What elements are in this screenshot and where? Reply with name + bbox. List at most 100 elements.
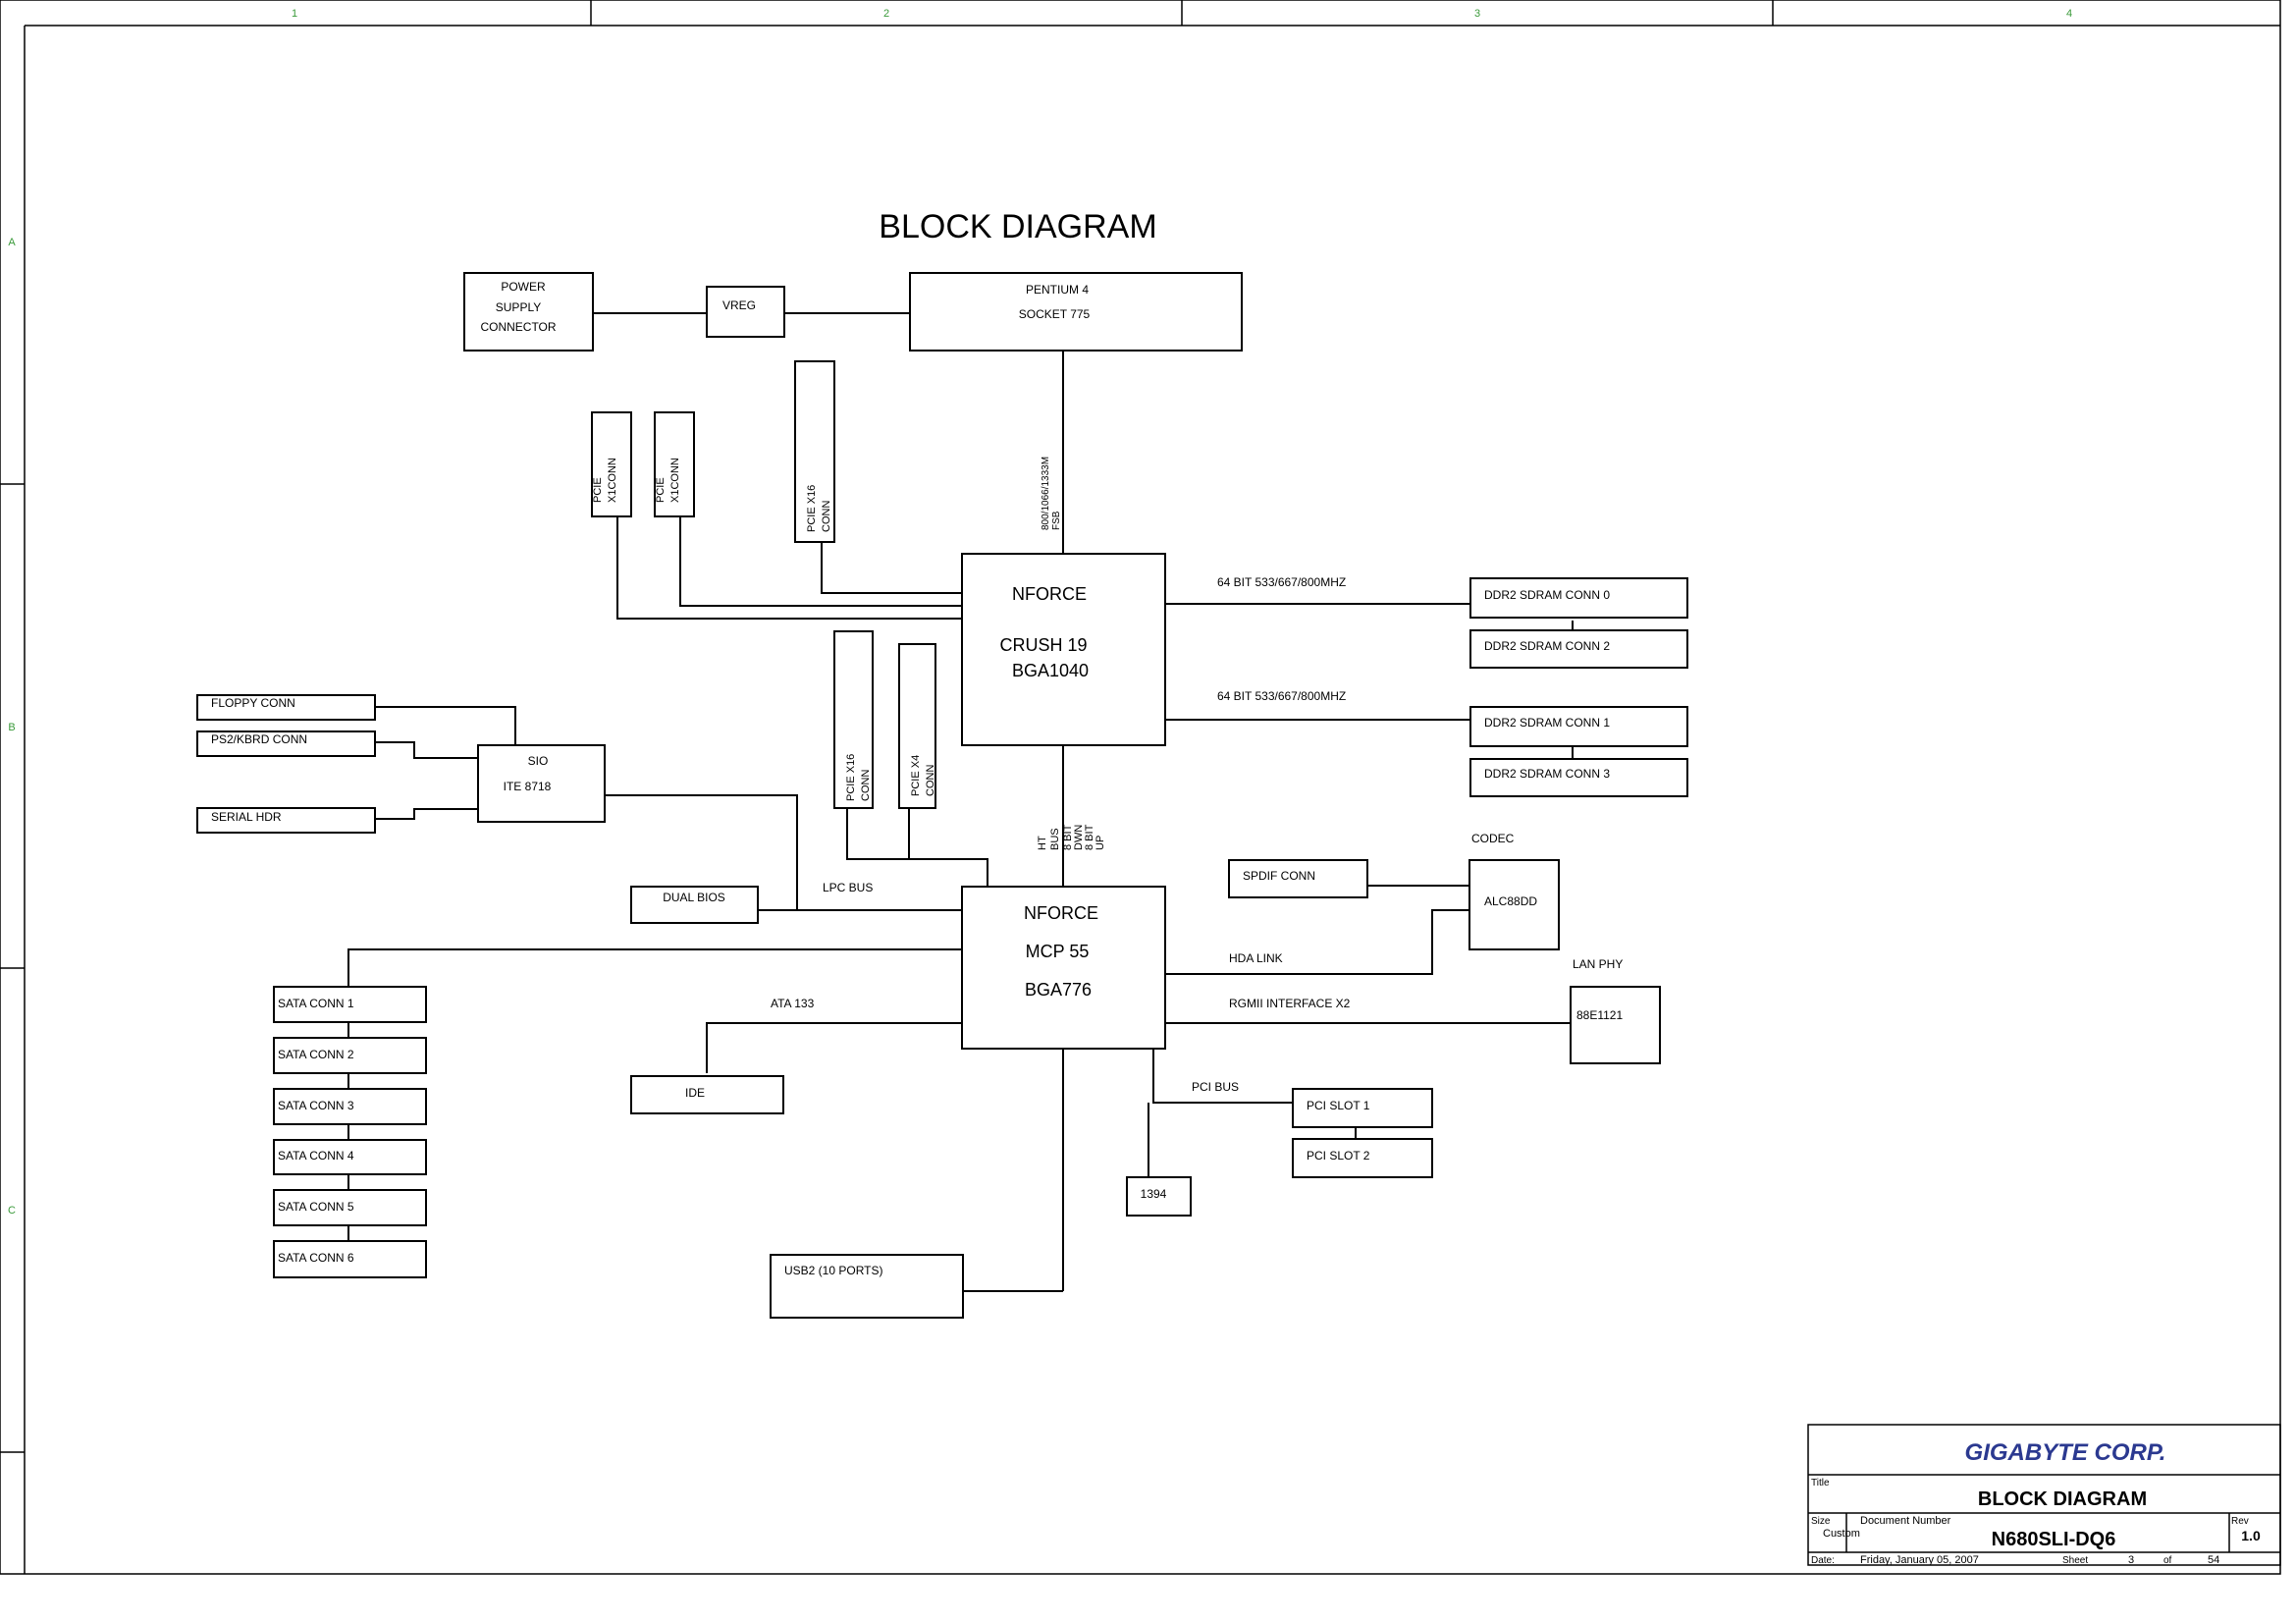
psu-label-1: POWER <box>501 280 546 294</box>
sata-conn-4-label: SATA CONN 4 <box>278 1149 354 1163</box>
sio-label-2: ITE 8718 <box>504 780 552 793</box>
northbridge-label-2: CRUSH 19 <box>999 635 1087 655</box>
usb2-block <box>770 1254 964 1319</box>
cpu-label-1: PENTIUM 4 <box>1026 283 1089 297</box>
sata-conn-1-block <box>273 986 427 1023</box>
dual-bios-label: DUAL BIOS <box>663 891 725 904</box>
border-labels: 1 2 3 4 A B C <box>8 8 2072 1217</box>
ht-bus-label: HT BUS 8 BIT DWN 8 BIT UP <box>1037 822 1106 850</box>
ps2-kbrd-conn-label: PS2/KBRD CONN <box>211 732 307 746</box>
docnum-label: Document Number <box>1860 1515 1951 1527</box>
southbridge-label-2: MCP 55 <box>1026 942 1090 961</box>
sata-conn-5-block <box>273 1189 427 1226</box>
vreg-label: VREG <box>722 298 756 312</box>
vreg-block <box>706 286 785 338</box>
ddr2-conn-2-label: DDR2 SDRAM CONN 2 <box>1484 639 1610 653</box>
cpu-label-2: SOCKET 775 <box>1019 307 1091 321</box>
row-label-a: A <box>8 237 16 248</box>
ht-bus-label-3: 8 BIT <box>1062 824 1074 850</box>
pcie-x4-label-2: CONN <box>925 765 936 796</box>
total-sheets-value: 54 <box>2208 1554 2219 1566</box>
lan-phy-block <box>1570 986 1661 1064</box>
codec-label: ALC88DD <box>1484 894 1537 908</box>
sheet-label: Sheet <box>2062 1555 2088 1566</box>
block-labels: POWER SUPPLY CONNECTOR VREG PENTIUM 4 SO… <box>211 280 1623 1277</box>
title-value: BLOCK DIAGRAM <box>1978 1488 2147 1510</box>
sata-conn-3-label: SATA CONN 3 <box>278 1099 354 1112</box>
pcie-x1-2-label: PCIE X1CONN <box>655 458 681 503</box>
sio-block <box>477 744 606 823</box>
ddr2-conn-0-label: DDR2 SDRAM CONN 0 <box>1484 588 1610 602</box>
northbridge-label-3: BGA1040 <box>1012 661 1089 680</box>
row-label-c: C <box>8 1205 16 1217</box>
pcie-x4-label-1: PCIE X4 <box>910 755 922 796</box>
blocks <box>196 272 1688 1319</box>
southbridge-label-1: NFORCE <box>1024 903 1098 923</box>
serial-hdr-label: SERIAL HDR <box>211 810 282 824</box>
sata-conn-4-block <box>273 1139 427 1175</box>
sata-conn-6-label: SATA CONN 6 <box>278 1251 354 1265</box>
sata-conn-3-block <box>273 1088 427 1125</box>
memory-bus-b-label: 64 BIT 533/667/800MHZ <box>1217 689 1346 703</box>
fsb-label-1: 800/1066/1333M <box>1041 457 1051 530</box>
usb2-label: USB2 (10 PORTS) <box>784 1264 882 1277</box>
ps2-kbrd-conn-block <box>196 730 376 757</box>
sheet-border <box>0 0 2281 1575</box>
ddr2-conn-3-block <box>1469 758 1688 797</box>
pcie-x16-a-label: PCIE X16 CONN <box>806 482 832 532</box>
ide-label: IDE <box>685 1086 705 1100</box>
ieee1394-block <box>1126 1176 1192 1217</box>
pci-slot-2-label: PCI SLOT 2 <box>1307 1149 1370 1163</box>
column-label-4: 4 <box>2066 8 2072 20</box>
rev-value: 1.0 <box>2241 1528 2261 1543</box>
sata-conn-5-label: SATA CONN 5 <box>278 1200 354 1214</box>
spdif-conn-block <box>1228 859 1368 898</box>
ht-bus-label-4: DWN <box>1073 825 1085 850</box>
ht-bus-label-5: 8 BIT <box>1084 824 1095 850</box>
column-label-1: 1 <box>292 8 297 20</box>
row-label-b: B <box>8 722 15 733</box>
ddr2-conn-2-block <box>1469 629 1688 669</box>
title-block: GIGABYTE CORP. Title BLOCK DIAGRAM Size … <box>1807 1424 2281 1566</box>
hda-link-label: HDA LINK <box>1229 951 1283 965</box>
pcie-x1-conn-2-block <box>654 411 695 517</box>
codec-title: CODEC <box>1471 832 1515 845</box>
pci-slot-1-label: PCI SLOT 1 <box>1307 1099 1370 1112</box>
lan-phy-title: LAN PHY <box>1573 957 1623 971</box>
ddr2-conn-1-block <box>1469 706 1688 747</box>
pcie-x16-a-label-1: PCIE X16 <box>806 485 818 532</box>
lan-phy-label: 88E1121 <box>1576 1008 1623 1022</box>
wires <box>347 312 1574 1292</box>
rgmii-label: RGMII INTERFACE X2 <box>1229 997 1351 1010</box>
date-label: Date: <box>1811 1555 1835 1566</box>
pcie-x1-conn-1-block <box>591 411 632 517</box>
ide-block <box>630 1075 784 1114</box>
codec-block <box>1468 859 1560 950</box>
floppy-conn-label: FLOPPY CONN <box>211 696 295 710</box>
northbridge-label-1: NFORCE <box>1012 584 1087 604</box>
pci-bus-label: PCI BUS <box>1192 1080 1239 1094</box>
sata-conn-2-block <box>273 1037 427 1074</box>
column-label-3: 3 <box>1474 8 1480 20</box>
signal-labels: 800/1066/1333M FSB 64 BIT 533/667/800MHZ… <box>771 457 1623 1094</box>
memory-bus-a-label: 64 BIT 533/667/800MHZ <box>1217 575 1346 589</box>
pcie-x16-b-label-1: PCIE X16 <box>845 754 857 801</box>
column-label-2: 2 <box>883 8 889 20</box>
pcie-x1-1-label-1: PCIE <box>592 477 604 503</box>
sio-label-1: SIO <box>528 754 549 768</box>
pci-slot-1-block <box>1292 1088 1433 1128</box>
psu-label-2: SUPPLY <box>496 300 541 314</box>
power-supply-block <box>463 272 594 352</box>
sata-conn-2-label: SATA CONN 2 <box>278 1048 354 1061</box>
fsb-label-2: FSB <box>1051 511 1062 530</box>
pci-slot-2-block <box>1292 1138 1433 1178</box>
ht-bus-label-2: BUS <box>1049 828 1061 850</box>
cpu-block <box>909 272 1243 352</box>
size-label: Size <box>1811 1516 1831 1527</box>
pcie-x16-b-label: PCIE X16 CONN <box>845 751 872 801</box>
sata-conn-1-label: SATA CONN 1 <box>278 997 354 1010</box>
of-label: of <box>2163 1555 2172 1566</box>
northbridge-block <box>961 553 1166 746</box>
floppy-conn-block <box>196 694 376 721</box>
pcie-x1-1-label: PCIE X1CONN <box>592 458 618 503</box>
